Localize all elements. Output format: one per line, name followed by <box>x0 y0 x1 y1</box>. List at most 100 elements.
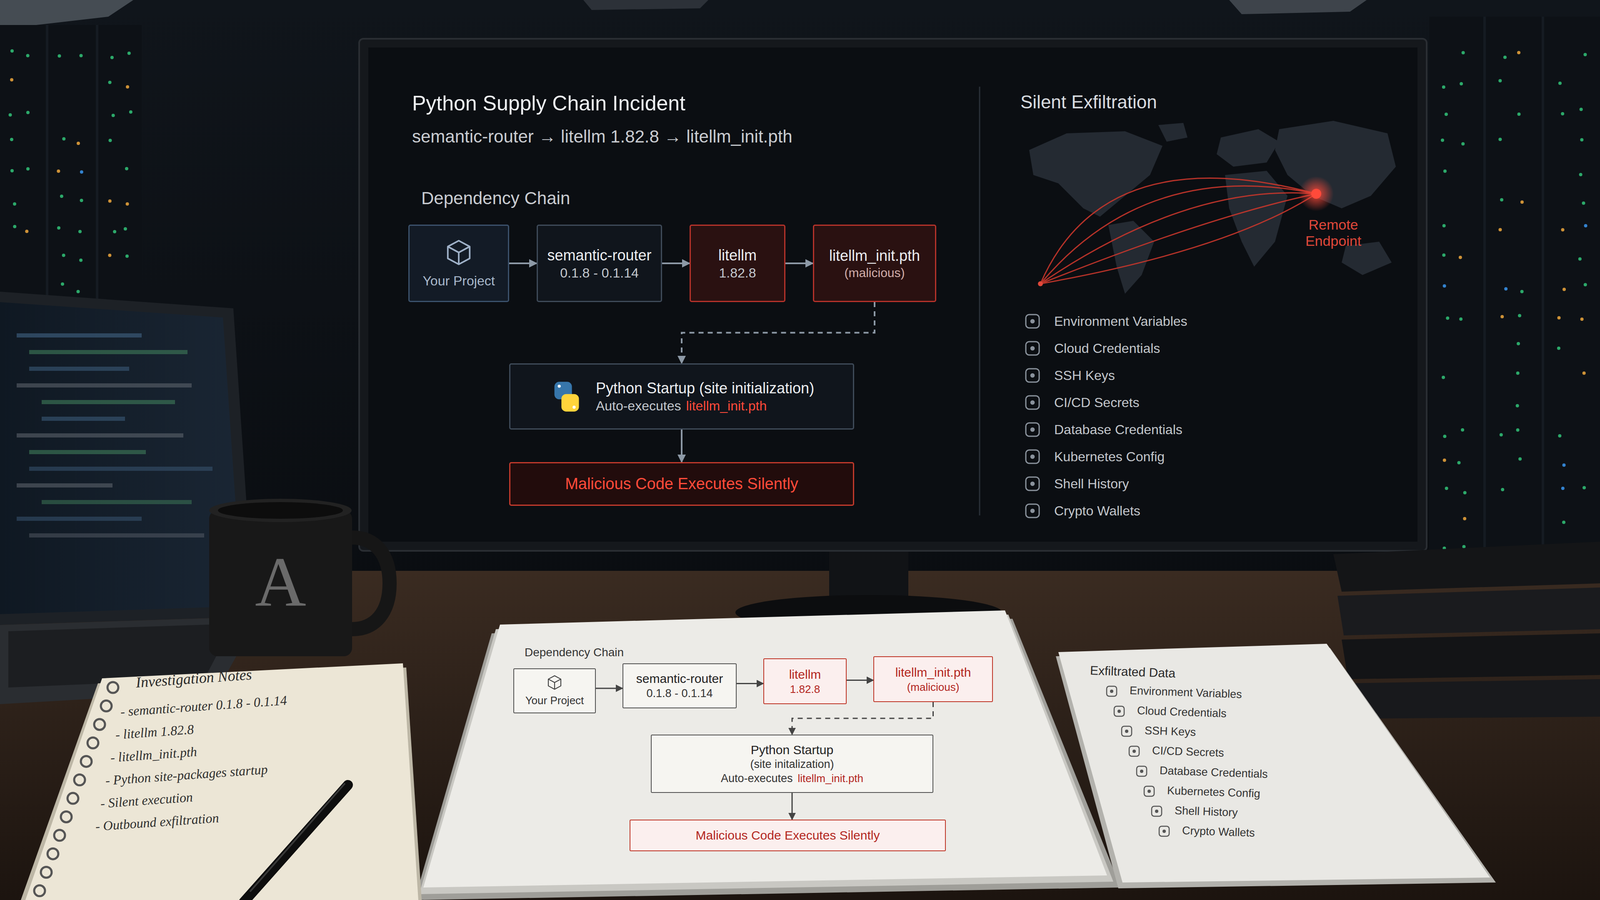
rack-led <box>125 85 130 89</box>
world-map <box>1029 120 1396 294</box>
box-text: litellm_init.pth <box>685 397 767 415</box>
rack-led <box>1459 317 1463 321</box>
list-icon-dot <box>1030 373 1035 378</box>
text-line: Auto-executeslitellm_init.pth <box>595 397 767 415</box>
rack-led <box>1516 371 1520 375</box>
rack-led <box>1461 142 1465 146</box>
binder <box>1337 587 1600 636</box>
package-box: semantic-router0.1.8 - 0.1.14 <box>622 663 737 709</box>
box-text: 1.82.8 <box>719 264 757 282</box>
box-text: Your Project <box>525 693 585 708</box>
exfil-paper <box>1055 643 1496 889</box>
exfiltration-arcs <box>1040 178 1317 285</box>
list-icon <box>1136 766 1147 777</box>
list-icon-dot <box>1030 400 1035 405</box>
box-text: 0.1.8 - 0.1.14 <box>646 686 713 701</box>
list-icon-dot <box>1125 729 1129 733</box>
list-heading: Exfiltrated Data <box>1089 663 1176 681</box>
spiral-ring <box>74 774 85 786</box>
spiral-ring <box>67 792 79 804</box>
rack-led <box>1462 545 1466 549</box>
mug-handle <box>352 537 390 630</box>
rack-led <box>79 54 83 58</box>
note-line: - Python site-packages startup <box>105 761 269 789</box>
rack-led <box>1561 486 1565 490</box>
code-line <box>41 400 175 405</box>
rack-led <box>25 229 29 233</box>
list-icon <box>1151 806 1162 817</box>
box-text: Malicious Code Executes Silently <box>695 827 880 844</box>
notebook-page <box>25 663 419 900</box>
list-icon <box>1025 314 1040 328</box>
list-icon-dot <box>1147 789 1151 793</box>
text-column: litellm1.82.8 <box>789 666 822 696</box>
mug-body <box>209 510 353 657</box>
list-icon-dot <box>1030 319 1035 324</box>
dependency-arrow <box>785 262 813 265</box>
box-text: litellm_init.pth <box>797 771 864 786</box>
note-line: - litellm 1.82.8 <box>115 721 195 743</box>
continent <box>1275 120 1396 209</box>
rack-led <box>1498 227 1502 232</box>
rack-led <box>10 49 14 53</box>
rack-led <box>26 167 30 171</box>
box-text: semantic-router <box>636 670 723 687</box>
list-icon <box>1106 686 1117 697</box>
exfil-item: Cloud Credentials <box>1136 704 1227 721</box>
exfiltration-arc <box>1040 193 1317 284</box>
spiral-ring <box>100 700 112 712</box>
list-icon-dot <box>1030 454 1035 460</box>
rack-led <box>1520 200 1524 204</box>
list-icon <box>1025 395 1040 410</box>
rack-led <box>1562 520 1566 524</box>
list-icon <box>1025 450 1040 464</box>
exfil-item: Crypto Wallets <box>1181 824 1255 840</box>
code-line <box>29 466 213 471</box>
spiral-ring <box>54 830 65 841</box>
code-line <box>16 433 184 438</box>
rack-led <box>1503 55 1507 59</box>
cube-outline <box>548 675 561 690</box>
mug-rim <box>209 498 352 523</box>
logo-part <box>561 393 579 412</box>
malicious-file-box: litellm_init.pth(malicious) <box>873 656 993 703</box>
rack-seam <box>1541 16 1545 575</box>
ceiling-light <box>1229 0 1367 15</box>
text-column: Malicious Code Executes Silently <box>695 827 880 844</box>
exfil-item: Shell History <box>1054 476 1130 492</box>
text-line: litellm_init.pth <box>895 664 972 681</box>
text-column: semantic-router0.1.8 - 0.1.14 <box>547 245 652 282</box>
rack-led <box>1460 428 1465 432</box>
rack-led <box>1520 290 1524 294</box>
list-icon <box>1025 477 1040 491</box>
box-text: Your Project <box>422 272 495 290</box>
list-icons <box>1025 314 1170 837</box>
paper-stack <box>414 610 1121 900</box>
panel-divider <box>979 86 981 516</box>
rack-led <box>57 54 61 58</box>
exfil-item: CI/CD Secrets <box>1054 395 1140 411</box>
pen-highlight <box>250 783 345 892</box>
code-line <box>16 516 142 521</box>
rack-led <box>1500 315 1504 319</box>
rack-led <box>1499 432 1503 437</box>
binder <box>1345 679 1600 719</box>
diagram-title: Python Supply Chain Incident <box>412 91 686 116</box>
rack-led <box>80 170 84 174</box>
cube-outline <box>447 240 470 265</box>
rack-led <box>1562 463 1566 467</box>
rack-led <box>1561 228 1565 232</box>
text-column: litellm_init.pth(malicious) <box>829 246 920 281</box>
text-line: Auto-executeslitellm_init.pth <box>720 771 864 786</box>
pen <box>243 783 348 900</box>
rack-led <box>1582 485 1586 490</box>
list-icon-dot <box>1030 427 1035 433</box>
box-text: (malicious) <box>844 265 905 281</box>
monitor-bezel <box>359 38 1427 551</box>
box-text: Python Startup <box>750 742 834 758</box>
text-line: litellm_init.pth <box>829 246 920 265</box>
list-icon-dot <box>1117 709 1121 713</box>
text-line: litellm <box>789 666 822 683</box>
